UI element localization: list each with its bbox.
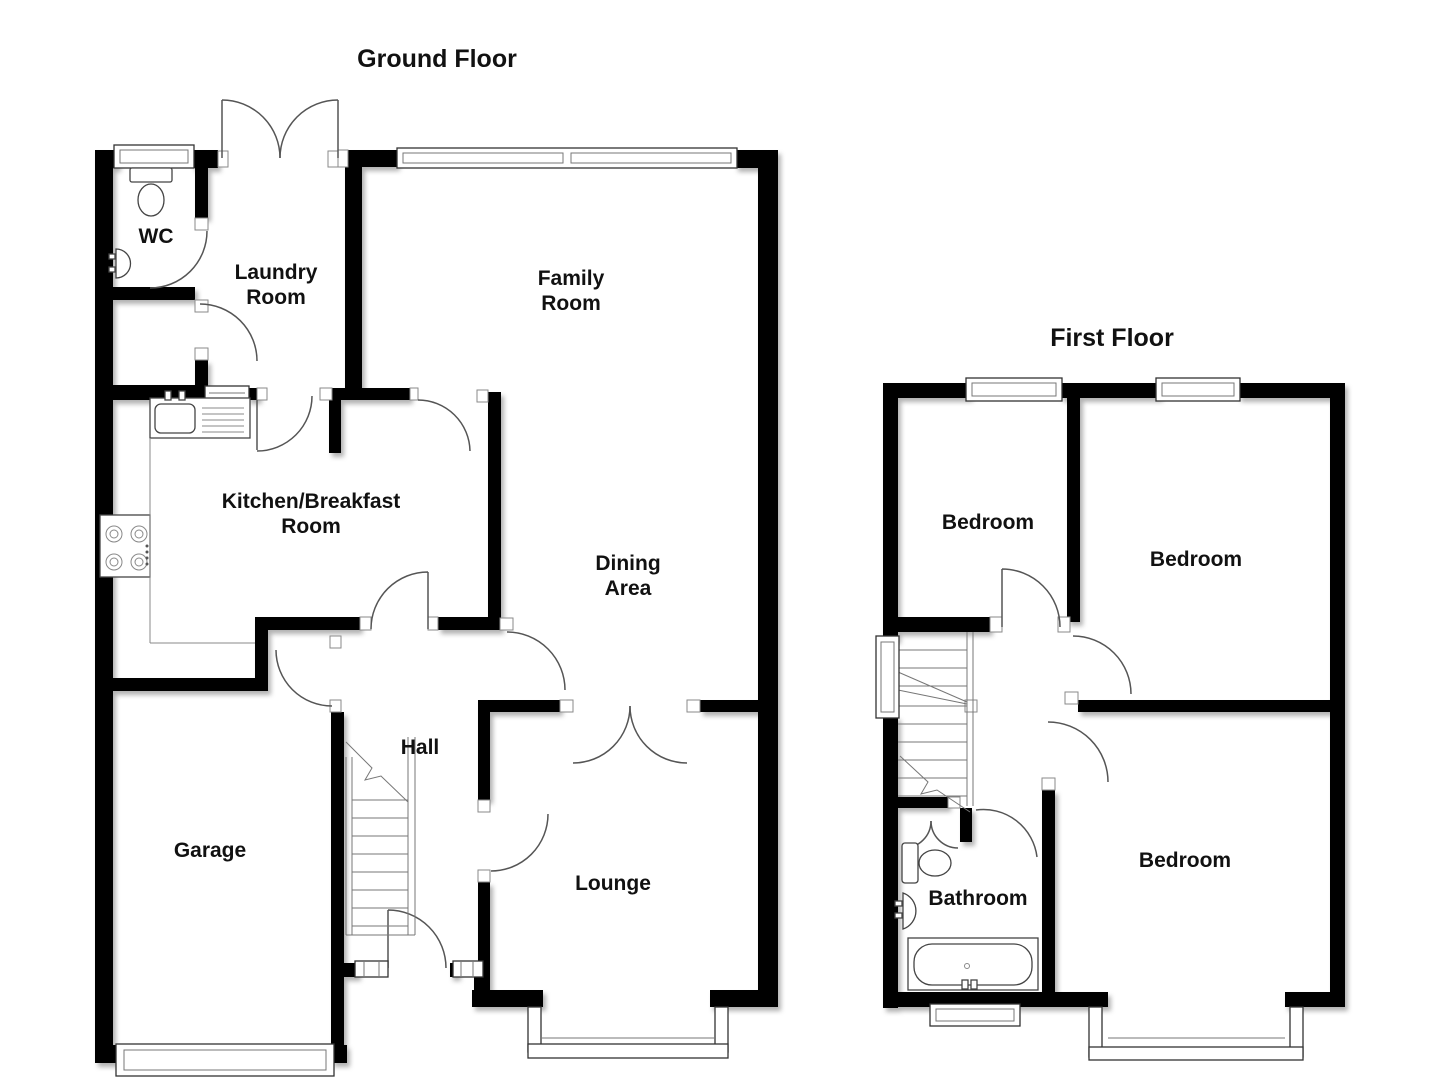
ground-floor-title: Ground Floor [357,45,517,73]
first-floor-doors [903,568,1132,858]
first-floor-plan: First Floor Bedroom Bedroom Bathroom Bed… [875,324,1345,1061]
room-label-bathroom: Bathroom [928,887,1027,910]
room-label-bedroom-right: Bedroom [1150,548,1242,571]
first-floor-title: First Floor [1050,324,1174,352]
first-floor-door-jambs [947,616,1079,809]
ground-floor-windows [113,144,738,1077]
ground-floor-stairs [345,737,416,936]
bathroom-basin [894,892,917,930]
room-label-garage: Garage [174,839,246,862]
wc-toilet [129,167,173,217]
room-label-dining-1: Dining [595,552,660,575]
room-label-family-1: Family [538,267,605,290]
room-label-wc: WC [139,225,174,248]
kitchen-sink-unit [149,390,251,439]
bathroom-bath [907,937,1039,991]
first-floor-stairs [897,632,974,813]
ground-floor-doors [149,99,688,969]
room-label-laundry-2: Room [246,286,306,309]
ground-floor-walls [95,150,778,1063]
room-label-bedroom-left: Bedroom [942,511,1034,534]
room-label-kitchen-2: Room [281,515,341,538]
room-label-hall: Hall [401,736,440,759]
ground-floor-labels: Ground Floor WC Laundry Room Family Room… [139,45,661,895]
kitchen-counter-edge [149,438,255,644]
kitchen-stove [99,514,151,578]
room-label-dining-2: Area [605,577,652,600]
ground-floor-door-jambs [194,149,701,883]
first-floor-windows [875,377,1304,1061]
wc-basin [108,248,132,279]
first-floor-labels: First Floor Bedroom Bedroom Bathroom Bed… [928,324,1242,910]
room-label-bedroom-back: Bedroom [1139,849,1231,872]
room-label-family-2: Room [541,292,601,315]
ground-floor-plan: Ground Floor WC Laundry Room Family Room… [95,45,778,1077]
bathroom-toilet [901,842,952,884]
room-label-laundry-1: Laundry [235,261,318,284]
room-label-kitchen-1: Kitchen/Breakfast [222,490,401,513]
room-label-lounge: Lounge [575,872,651,895]
